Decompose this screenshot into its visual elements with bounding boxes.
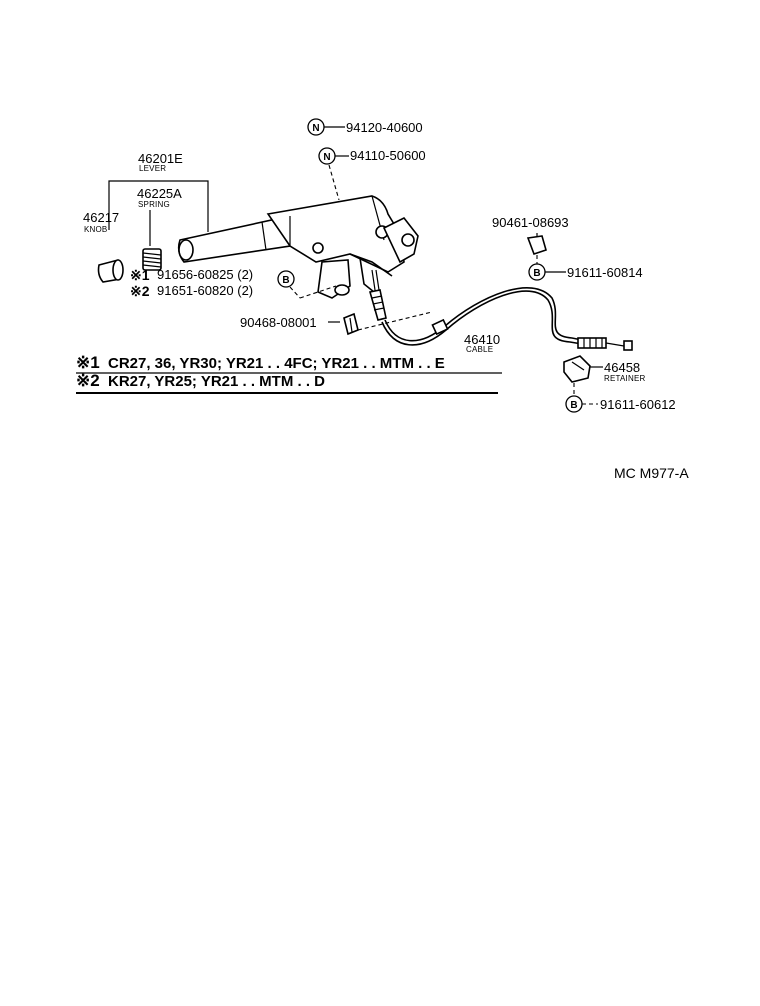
callout-94120-40600: N 94120-40600 (307, 118, 423, 136)
b-symbol-label: B (282, 275, 289, 286)
callout-94110-50600: N 94110-50600 (318, 147, 426, 201)
callout-91656-60825: ※1 91656-60825 (2) (130, 267, 253, 283)
note-1-mark: ※1 (76, 353, 100, 372)
callout-91611-60814: B 91611-60814 (528, 263, 643, 281)
callout-46217-knob: 46217 KNOB (83, 210, 119, 234)
diagram-reference-code: MC M977-A (614, 465, 689, 481)
brake-cable-icon (381, 287, 633, 351)
part-number-91611-60814: 91611-60814 (567, 265, 643, 280)
callout-46201e-lever: 46201E LEVER (108, 151, 209, 232)
part-number-94110-50600: 94110-50600 (350, 148, 426, 163)
cable-spring-end (577, 337, 633, 351)
note-1-text: CR27, 36, YR30; YR21 . . 4FC; YR21 . . M… (108, 355, 445, 372)
part-number-46217: 46217 (83, 210, 119, 225)
b-symbol-bolt: B (277, 270, 337, 299)
star-1-mark: ※1 (130, 267, 150, 283)
part-number-90461-08693: 90461-08693 (492, 215, 569, 230)
part-number-94120-40600: 94120-40600 (346, 120, 423, 135)
note-2-mark: ※2 (76, 371, 100, 390)
spring-icon (142, 248, 162, 271)
callout-91611-60612: B 91611-60612 (565, 395, 676, 413)
b-symbol-icon (277, 270, 295, 288)
part-number-46410: 46410 (464, 332, 500, 347)
caption-lever: LEVER (139, 164, 166, 173)
callout-46410-cable: 46410 CABLE (464, 332, 500, 354)
retainer-icon (563, 355, 591, 383)
knob-icon (97, 259, 124, 283)
callout-90461-08693: 90461-08693 (492, 215, 569, 264)
part-number-46225a: 46225A (137, 186, 182, 201)
note-2-text: KR27, YR25; YR21 . . MTM . . D (108, 373, 325, 390)
star-2-mark: ※2 (130, 283, 150, 299)
caption-knob: KNOB (84, 225, 107, 234)
callout-46225a-spring: 46225A SPRING (137, 186, 182, 246)
part-number-90468-08001: 90468-08001 (240, 315, 317, 330)
caption-retainer: RETAINER (604, 374, 645, 383)
n-symbol-label: N (312, 123, 319, 134)
adjuster-rod-icon (368, 289, 387, 321)
part-number-91656-60825: 91656-60825 (2) (157, 267, 253, 282)
caption-cable: CABLE (466, 345, 493, 354)
clamp-icon (526, 235, 547, 256)
b-symbol-label: B (533, 268, 540, 279)
part-number-91651-60820: 91651-60820 (2) (157, 283, 253, 298)
b-symbol-label: B (570, 400, 577, 411)
part-number-46201e: 46201E (138, 151, 183, 166)
n-symbol-label: N (323, 152, 330, 163)
callout-46458-retainer: 46458 RETAINER (563, 355, 645, 396)
part-number-91611-60612: 91611-60612 (600, 397, 676, 412)
applicability-notes: ※1 CR27, 36, YR30; YR21 . . 4FC; YR21 . … (76, 353, 502, 394)
parking-brake-lever-icon (177, 195, 419, 311)
callout-91651-60820: ※2 91651-60820 (2) (130, 283, 253, 299)
callout-90468-08001: 90468-08001 (240, 311, 433, 336)
part-number-46458: 46458 (604, 360, 640, 375)
caption-spring: SPRING (138, 200, 170, 209)
